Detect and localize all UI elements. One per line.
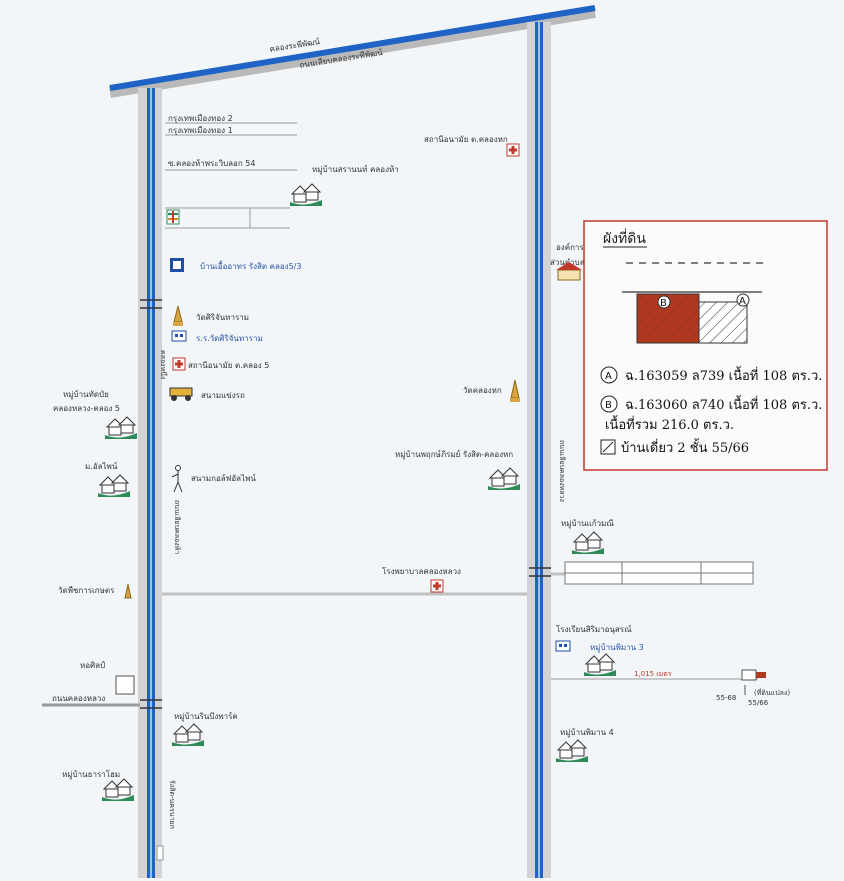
bridge-markers — [140, 299, 551, 709]
school-right-label: โรงเรียนสิริมาอนุสรณ์ — [556, 624, 632, 634]
legend-b-text: ฉ.163060 ล740 เนื้อที่ 108 ตร.ว. — [625, 395, 822, 413]
legend-total: เนื้อที่รวม 216.0 ตร.ว. — [605, 415, 734, 433]
middle-cross-road — [162, 572, 565, 596]
legend-house-text: บ้านเดี่ยว 2 ชั้น 55/66 — [621, 438, 749, 456]
target-plot-marker — [741, 669, 766, 695]
legend-b-circle-letter: B — [605, 400, 612, 411]
plot-right-label: 55/66 — [748, 699, 769, 707]
legend-title: ผังที่ดิน — [603, 229, 646, 247]
org-right-2-label: ส่วนตำบล — [550, 258, 585, 267]
temple-icon-right — [510, 379, 520, 402]
left-canal-label: คลองหนึ่ง — [159, 350, 168, 379]
bottom-vertical-road-label: รังสิต-นครนายก — [168, 780, 176, 829]
village-icon-right-4 — [556, 739, 588, 762]
village-icon-left-2 — [98, 474, 130, 497]
plot-note-label: (ที่ดินแปลง) — [754, 688, 790, 697]
small-roads-top-left — [165, 122, 297, 229]
hospital-mid-label: โรงพยาบาลคลองหลวง — [382, 566, 461, 576]
legend-plot-a-letter: A — [739, 296, 746, 307]
canal-label-top: คลองระพีพัฒน์ — [269, 36, 321, 54]
bottom-left-road-label: ถนนคลองหลวง — [52, 694, 105, 703]
village-left-1b-label: คลองหลวง-คลอง 5 — [53, 404, 120, 413]
race-track-label: สนามแข่งรถ — [201, 391, 245, 400]
middle-road-label: ถนนเลียบคลองห้า — [173, 500, 181, 554]
art-gallery-square — [115, 675, 135, 695]
legend-a-circle-letter: A — [605, 371, 612, 382]
golf-icon — [171, 465, 183, 493]
village-right-2-label: หมู่บ้านแก้วมณี — [561, 519, 614, 529]
legend-plot-b-letter: B — [660, 298, 667, 309]
land-plan-legend: ผังที่ดิน B A A ฉ.163059 ล739 เนื้อที่ 1… — [583, 220, 828, 471]
org-right-label: องค์การ — [556, 242, 584, 252]
village-right-3-label: หมู่บ้านพิมาน 3 — [590, 643, 644, 653]
health-cross-icon-1 — [172, 357, 186, 371]
temple-1-label: วัดศิริจันทาราม — [196, 313, 249, 322]
health-1-label: สถานีอนามัย ต.คลอง 5 — [188, 361, 269, 370]
distance-label: 1,015 เมตร — [634, 670, 672, 678]
village-right-4-label: หมู่บ้านพิมาน 4 — [560, 728, 614, 738]
village-icon-left-1 — [105, 416, 137, 439]
plot-left-label: 55-68 — [716, 694, 736, 702]
top-canal-road — [109, 5, 596, 98]
post-office-label: บ้านเอื้ออาทร รังสิต คลอง5/3 — [200, 260, 301, 271]
right-canal-road — [527, 22, 551, 878]
right-road-label: ถนนเลียบคลองหลวง — [558, 440, 566, 502]
health-top-right-label: สถานีอนามัย ต.คลองหก — [424, 135, 508, 144]
left-canal-road — [138, 88, 162, 878]
village-icon-right-2 — [572, 531, 604, 554]
village-left-2-label: ม.อัลไพน์ — [85, 461, 118, 471]
krungthep-1-label: กรุงเทพเมืองทอง 1 — [168, 126, 233, 135]
village-icon-top — [290, 183, 322, 206]
org-building-icon — [556, 262, 582, 281]
school-icon-1 — [171, 330, 187, 342]
race-car-icon — [169, 387, 193, 401]
hospital-cross-icon — [430, 579, 444, 593]
seven-eleven-icon — [166, 209, 180, 225]
school-icon-right — [555, 640, 571, 652]
village-icon-right-3 — [584, 653, 616, 676]
temple-icon-1 — [173, 305, 183, 326]
village-icon-bottom-left — [102, 778, 134, 801]
village-top-label: หมู่บ้านสรานนท์ คลองห้า — [312, 164, 399, 175]
legend-a-text: ฉ.163059 ล739 เนื้อที่ 108 ตร.ว. — [625, 366, 822, 384]
road-marker-bottom — [156, 845, 164, 861]
village-icon-bottom-mid — [172, 723, 204, 746]
temple-right-label: วัดคลองหก — [463, 386, 502, 395]
soi-54-label: ซ.คลองห้าพระวิบลอก 54 — [168, 159, 255, 168]
village-icon-right-mid — [488, 467, 520, 490]
golf-label: สนามกอล์ฟอัลไพน์ — [191, 473, 256, 483]
temple-icon-left — [124, 583, 132, 599]
plot-grid-right — [564, 561, 754, 585]
village-bottom-left-label: หมู่บ้านธาราโฮม — [62, 769, 120, 780]
mailbox-icon — [170, 258, 184, 272]
health-cross-icon-2 — [506, 143, 520, 157]
temple-left-label: วัดพืชการเกษตร — [58, 586, 115, 595]
village-left-1-label: หมู่บ้านทัดบัย — [63, 390, 109, 400]
village-bottom-mid-label: หมู่บ้านรินบึงพาร์ค — [174, 711, 238, 722]
school-1-label: ร.ร.วัดศิริจันทาราม — [196, 334, 263, 343]
village-right-mid-label: หมู่บ้านพฤกษ์ภิรมย์ รังสิต-คลองหก — [395, 449, 513, 460]
krungthep-2-label: กรุงเทพเมืองทอง 2 — [168, 114, 233, 123]
art-gallery-label: หอศิลป์ — [80, 660, 105, 670]
